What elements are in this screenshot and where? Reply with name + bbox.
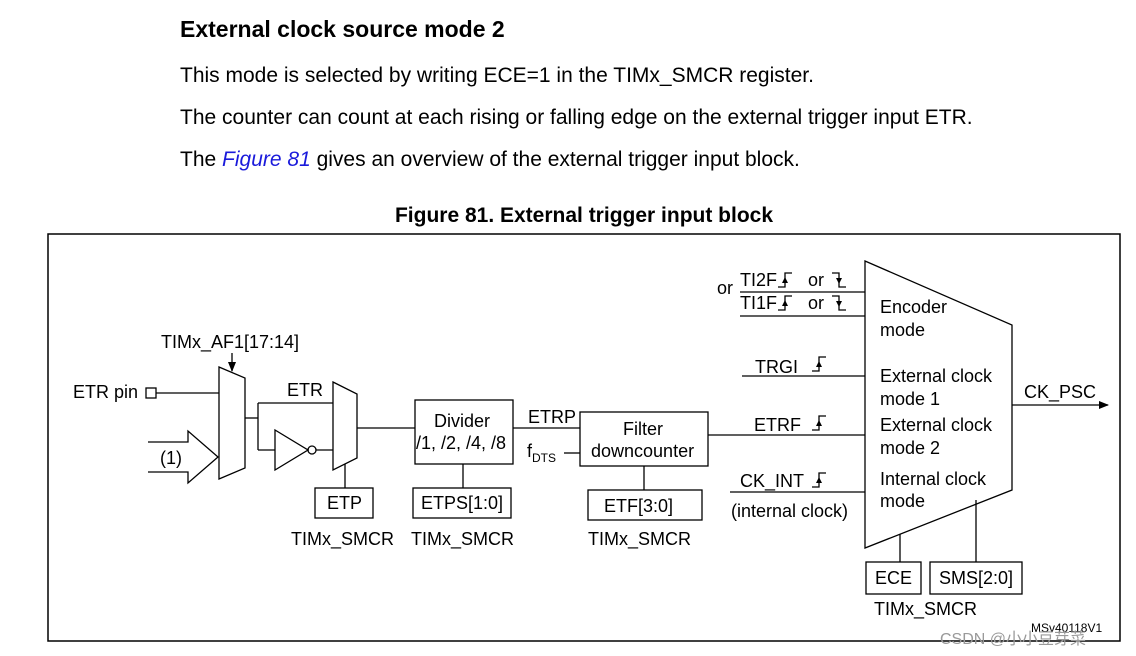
paragraph-mode-select: This mode is selected by writing ECE=1 i… xyxy=(180,64,814,87)
mode-select-mux xyxy=(864,260,1013,549)
etrp-label: ETRP xyxy=(528,407,576,427)
ti2f-falling-arrowhead xyxy=(836,278,842,284)
ext-clock-mode2-label-1: External clock xyxy=(880,415,993,435)
etf-label: ETF[3:0] xyxy=(604,496,673,516)
filter-label-1: Filter xyxy=(623,419,663,439)
filter-label-2: downcounter xyxy=(591,441,694,461)
etr-pin-label: ETR pin xyxy=(73,382,138,402)
paragraph-figure-ref: The Figure 81 gives an overview of the e… xyxy=(180,148,800,172)
etrf-rising-arrowhead xyxy=(816,420,822,426)
inverter-triangle xyxy=(274,428,310,472)
ti2f-label: TI2F xyxy=(740,270,777,290)
etps-box xyxy=(412,487,512,519)
section-heading: External clock source mode 2 xyxy=(180,16,505,42)
polarity-mux xyxy=(332,380,358,472)
smcr-label-1: TIMx_SMCR xyxy=(291,529,394,550)
divider-box xyxy=(414,399,514,465)
ti1f-rising-arrowhead xyxy=(782,300,788,306)
smcr-label-4: TIMx_SMCR xyxy=(874,599,977,620)
ti2f-rising-arrowhead xyxy=(782,277,788,283)
etf-box xyxy=(587,489,703,521)
encoder-mode-label-1: Encoder xyxy=(880,297,947,317)
af1-label: TIMx_AF1[17:14] xyxy=(161,332,299,353)
int-clock-mode-label-2: mode xyxy=(880,491,925,511)
af1-mux xyxy=(218,366,246,480)
ece-label: ECE xyxy=(875,568,912,588)
smcr-label-2: TIMx_SMCR xyxy=(411,529,514,550)
ext-clock-mode2-label-2: mode 2 xyxy=(880,438,940,458)
ext-clock-mode1-label-1: External clock xyxy=(880,366,993,386)
fdts-subscript: DTS xyxy=(532,451,556,465)
ti2f-or-label: or xyxy=(808,270,824,290)
ti1f-or-label: or xyxy=(808,293,824,313)
figure-caption: Figure 81. External trigger input block xyxy=(394,204,774,227)
ti1f-falling-arrowhead xyxy=(836,301,842,307)
internal-clock-label: (internal clock) xyxy=(731,501,848,521)
ck-int-label: CK_INT xyxy=(740,471,804,492)
or-left-label: or xyxy=(717,278,733,298)
sms-box xyxy=(929,561,1023,595)
ece-box xyxy=(865,561,922,595)
etrf-label: ETRF xyxy=(754,415,801,435)
figure-link[interactable]: Figure 81 xyxy=(222,148,311,171)
int-clock-mode-label-1: Internal clock xyxy=(880,469,987,489)
etr-label: ETR xyxy=(287,380,323,400)
ck-int-rising-arrowhead xyxy=(816,477,822,483)
ti1f-label: TI1F xyxy=(740,293,777,313)
input-1-hollow-arrow xyxy=(148,429,219,485)
sms-label: SMS[2:0] xyxy=(939,568,1013,588)
figure-frame xyxy=(47,233,1121,642)
paragraph-text-before: The xyxy=(180,148,223,171)
fdts-label: fDTS xyxy=(527,441,556,465)
encoder-mode-label-2: mode xyxy=(880,320,925,340)
divider-ratios: /1, /2, /4, /8 xyxy=(416,433,506,453)
input-1-label: (1) xyxy=(160,448,182,468)
ck-psc-label: CK_PSC xyxy=(1024,382,1096,403)
etp-label: ETP xyxy=(327,493,362,513)
etp-box xyxy=(314,487,374,519)
etr-pin-square xyxy=(145,387,157,399)
paragraph-text-after: gives an overview of the external trigge… xyxy=(310,148,800,171)
divider-title: Divider xyxy=(434,411,490,431)
doc-id-label: MSv40118V1 xyxy=(1031,621,1102,635)
etps-label: ETPS[1:0] xyxy=(421,493,503,513)
trgi-rising-arrowhead xyxy=(816,361,822,367)
paragraph-counter-edge: The counter can count at each rising or … xyxy=(180,106,973,129)
trgi-label: TRGI xyxy=(755,357,798,377)
fdts-f: f xyxy=(527,441,533,461)
smcr-label-3: TIMx_SMCR xyxy=(588,529,691,550)
ext-clock-mode1-label-2: mode 1 xyxy=(880,389,940,409)
watermark: CSDN @小小豆芽菜 xyxy=(940,630,1086,648)
